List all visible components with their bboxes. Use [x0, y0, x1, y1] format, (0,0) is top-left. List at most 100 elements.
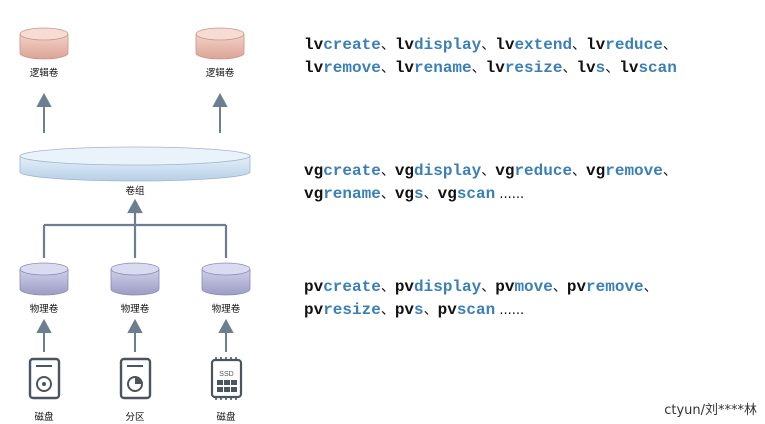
command-suffix: create [323, 278, 381, 296]
hard-disk-icon [28, 357, 61, 400]
command-suffix: reduce [605, 36, 663, 54]
arrow-partition-to-pv-2 [127, 318, 143, 352]
command-line: vgcreate、vgdisplay、vgreduce、vgremove、 [304, 160, 677, 183]
command-prefix: vg [394, 185, 415, 203]
command-item: lvreduce [586, 36, 663, 54]
command-prefix: vg [586, 162, 606, 180]
command-prefix: pv [394, 301, 415, 319]
ssd-icon: SSD [210, 357, 243, 400]
watermark: ctyun/刘****林 [664, 403, 757, 418]
lv-label-left: 逻辑卷 [29, 68, 59, 79]
pv-cylinder-2 [110, 262, 160, 296]
command-prefix: vg [304, 162, 324, 180]
vg-commands: vgcreate、vgdisplay、vgreduce、vgremove、vgr… [304, 160, 677, 206]
command-separator: 、 [380, 163, 395, 179]
command-item: pvremove [567, 278, 644, 296]
command-prefix: pv [566, 278, 587, 296]
command-suffix: scan [456, 301, 496, 319]
pv-label-2: 物理卷 [120, 304, 150, 315]
command-separator: 、 [481, 163, 496, 179]
command-prefix: lv [394, 59, 415, 77]
command-item: vgcreate [304, 162, 381, 180]
command-item: lvresize [486, 59, 563, 77]
command-line: lvremove、lvrename、lvresize、lvs、lvscan [304, 57, 677, 80]
command-suffix: remove [605, 162, 663, 180]
arrow-vg-to-lv-right [212, 92, 228, 133]
command-suffix: display [414, 36, 482, 54]
command-separator: 、 [380, 186, 395, 202]
command-separator: 、 [662, 163, 677, 179]
lvm-diagram: SSD [19, 27, 251, 400]
command-separator: 、 [380, 302, 395, 318]
command-line: pvcreate、pvdisplay、pvmove、pvremove、 [304, 276, 658, 299]
command-separator: 、 [643, 279, 658, 295]
command-item: vgscan [438, 185, 496, 203]
command-suffix: create [323, 36, 381, 54]
command-prefix: vg [304, 185, 324, 203]
command-line: vgrename、vgs、vgscan ...... [304, 183, 677, 206]
command-item: pvmove [495, 278, 553, 296]
pv-label-1: 物理卷 [29, 304, 59, 315]
command-line: lvcreate、lvdisplay、lvextend、lvreduce、 [304, 34, 677, 57]
command-suffix: create [323, 162, 381, 180]
command-ellipsis: ...... [495, 187, 525, 202]
pv-cylinder-3 [201, 262, 251, 296]
command-prefix: lv [485, 59, 505, 77]
vg-label: 卷组 [125, 186, 145, 197]
disk-label-1: 磁盘 [34, 412, 54, 423]
command-prefix: vg [437, 185, 457, 203]
lv-cylinder-right [195, 27, 245, 60]
command-suffix: scan [456, 185, 496, 203]
command-prefix: lv [394, 36, 415, 54]
command-suffix: resize [323, 301, 381, 319]
command-separator: 、 [423, 186, 438, 202]
command-prefix: vg [394, 162, 415, 180]
command-item: vgreduce [495, 162, 572, 180]
command-item: pvcreate [304, 278, 381, 296]
lv-cylinder-left [19, 27, 69, 60]
command-item: lvscan [619, 59, 677, 77]
command-separator: 、 [481, 37, 496, 53]
partition-icon [119, 357, 152, 400]
command-separator: 、 [380, 60, 395, 76]
command-suffix: scan [638, 59, 677, 77]
command-item: vgs [395, 185, 424, 203]
command-prefix: lv [495, 36, 515, 54]
command-separator: 、 [605, 60, 620, 76]
vg-disc [19, 146, 251, 182]
command-prefix: lv [576, 59, 596, 77]
command-prefix: pv [304, 278, 324, 296]
pv-label-3: 物理卷 [211, 304, 241, 315]
command-separator: 、 [380, 37, 395, 53]
command-item: lvdisplay [395, 36, 481, 54]
pv-commands: pvcreate、pvdisplay、pvmove、pvremove、pvres… [304, 276, 658, 322]
command-separator: 、 [572, 37, 587, 53]
command-suffix: remove [586, 278, 644, 296]
command-item: vgdisplay [395, 162, 481, 180]
command-prefix: lv [619, 59, 639, 77]
pv-cylinder-1 [19, 262, 69, 296]
arrow-ssd-to-pv-3 [218, 318, 234, 352]
pv-to-vg-connector [42, 198, 228, 258]
lv-commands: lvcreate、lvdisplay、lvextend、lvreduce、lvr… [304, 34, 677, 80]
command-separator: 、 [572, 163, 587, 179]
command-separator: 、 [662, 37, 677, 53]
command-prefix: pv [437, 301, 457, 319]
command-item: pvscan [438, 301, 496, 319]
command-item: lvs [576, 59, 605, 77]
command-suffix: rename [323, 185, 381, 203]
arrow-disk-to-pv-1 [36, 318, 52, 352]
command-separator: 、 [423, 302, 438, 318]
command-separator: 、 [471, 60, 486, 76]
command-suffix: remove [323, 59, 381, 77]
command-suffix: move [514, 278, 553, 296]
command-item: lvremove [304, 59, 381, 77]
command-item: vgrename [304, 185, 381, 203]
command-item: lvcreate [304, 36, 381, 54]
command-separator: 、 [481, 279, 496, 295]
command-line: pvresize、pvs、pvscan ...... [304, 299, 658, 322]
command-suffix: reduce [514, 162, 573, 180]
command-suffix: display [414, 162, 482, 180]
command-ellipsis: ...... [495, 303, 525, 318]
command-suffix: display [414, 278, 482, 296]
